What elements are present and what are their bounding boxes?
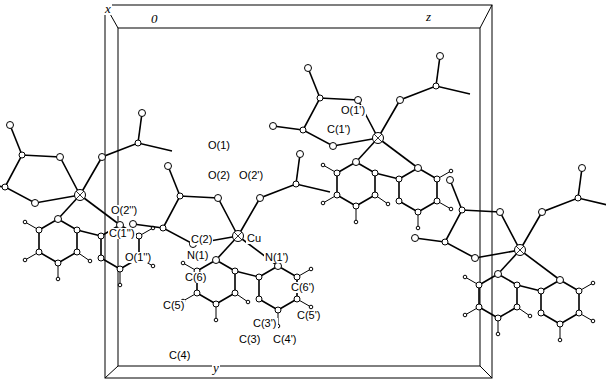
atom-label: O(1') [340, 105, 366, 116]
atom-label: C(6') [290, 282, 316, 293]
atom-label: C(3) [238, 334, 261, 345]
atom-label: O(2'') [110, 205, 138, 216]
atom-label: C(5) [162, 300, 185, 311]
axis-label: x [104, 2, 112, 15]
atom-label: C(1') [326, 124, 352, 135]
atom-label: C(2) [190, 234, 213, 245]
unit-cell [105, 5, 492, 378]
atom-label: O(1) [207, 140, 231, 151]
atom-label: N(1) [186, 250, 209, 261]
axis-label: z [425, 10, 432, 23]
atom-label: C(3') [252, 318, 278, 329]
atom-label: C(1'') [108, 228, 136, 239]
axis-label: y [212, 361, 220, 374]
atom-label: C(5') [296, 310, 322, 321]
atom-label: O(2') [238, 170, 264, 181]
atom-label: C(4) [168, 350, 191, 361]
atom-label: C(4') [272, 334, 298, 345]
atom-label: O(1'') [124, 252, 152, 263]
axis-label: 0 [150, 12, 159, 25]
atom-label: O(2) [207, 170, 231, 181]
atom-label: C(6) [184, 272, 207, 283]
atom-label: Cu [246, 233, 262, 244]
atom-label: N(1') [264, 252, 290, 263]
